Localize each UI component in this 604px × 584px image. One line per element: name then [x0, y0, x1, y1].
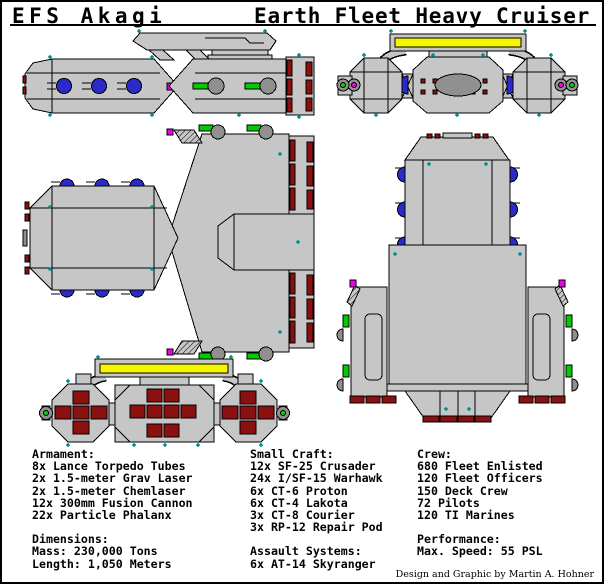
spec-heading: Dimensions:: [32, 532, 109, 547]
bridge-spine: [132, 32, 277, 61]
port-engine-pod: [51, 383, 110, 443]
spec-item: 120 TI Marines: [417, 508, 515, 523]
rear-platform: [381, 244, 535, 392]
starboard-engine-pod: [219, 383, 278, 443]
top-view: [22, 124, 315, 362]
dorsal-view: [336, 132, 579, 423]
spec-heading: Assault Systems:: [250, 544, 362, 559]
torpedo-turrets: [395, 166, 520, 253]
spec-item: 12x 300mm Fusion Cannon: [32, 495, 193, 510]
side-pods: [349, 57, 566, 114]
spec-item: 3x CT-8 Courier: [250, 508, 355, 523]
spec-item: Max. Speed: 55 PSL: [417, 544, 543, 559]
title-underline: [10, 24, 596, 26]
spec-item: 2x 1.5-meter Chemlaser: [32, 483, 186, 498]
spec-item: 6x AT-14 Skyranger: [250, 556, 376, 571]
spec-item: 24x I/SF-15 Warhawk: [250, 471, 383, 486]
spec-item: 150 Deck Crew: [417, 483, 508, 498]
spec-heading: Crew:: [417, 447, 452, 461]
spec-item: 72 Pilots: [417, 495, 480, 510]
spec-heading: Small Craft:: [250, 447, 334, 461]
bow-section: [404, 132, 510, 161]
neck-couplings: [166, 128, 203, 356]
spec-item: 12x SF-25 Crusader: [250, 459, 376, 474]
spec-item: 6x CT-4 Lakota: [250, 495, 348, 510]
spec-item: 22x Particle Phalanx: [32, 508, 172, 523]
spec-item: 120 Fleet Officers: [417, 471, 543, 486]
spec-heading: Performance:: [417, 532, 501, 547]
credit-line: Design and Graphic by Martin A. Hohner: [395, 569, 594, 580]
spec-item: 3x RP-12 Repair Pod: [250, 520, 383, 535]
front-view: [336, 28, 579, 118]
spec-item: 680 Fleet Enlisted: [417, 459, 543, 474]
forward-hull: [22, 185, 179, 291]
spec-block: Assault Systems:6x AT-14 Skyranger: [250, 544, 383, 571]
rear-view: [39, 354, 290, 448]
sensor-bar: [94, 358, 234, 378]
laser-turrets: [192, 77, 277, 95]
spec-item: Length: 1,050 Meters: [32, 556, 172, 571]
center-engine-block: [114, 384, 215, 443]
torpedo-turrets: [51, 178, 145, 298]
spec-item: 8x Lance Torpedo Tubes: [32, 459, 186, 474]
forward-body: [404, 159, 511, 246]
stern-section: [404, 390, 511, 423]
outboard-weapon-pods: [336, 75, 579, 96]
spec-item: 6x CT-6 Proton: [250, 483, 348, 498]
spec-item: Mass: 230,000 Tons: [32, 544, 158, 559]
outboard-weapon-pods: [39, 405, 290, 421]
pod-engine-exhausts: [349, 395, 566, 404]
torpedo-turrets: [47, 78, 142, 94]
hull-center-body: [412, 56, 504, 114]
engine-exhausts: [289, 139, 314, 344]
spec-heading: Armament:: [32, 447, 95, 461]
side-view: [22, 28, 315, 120]
side-pods: [336, 279, 579, 398]
spec-item: 2x 1.5-meter Grav Laser: [32, 471, 193, 486]
spec-block: Performance:Max. Speed: 55 PSL: [417, 532, 543, 559]
engine-exhausts: [286, 59, 313, 113]
sensor-bar: [389, 33, 527, 52]
